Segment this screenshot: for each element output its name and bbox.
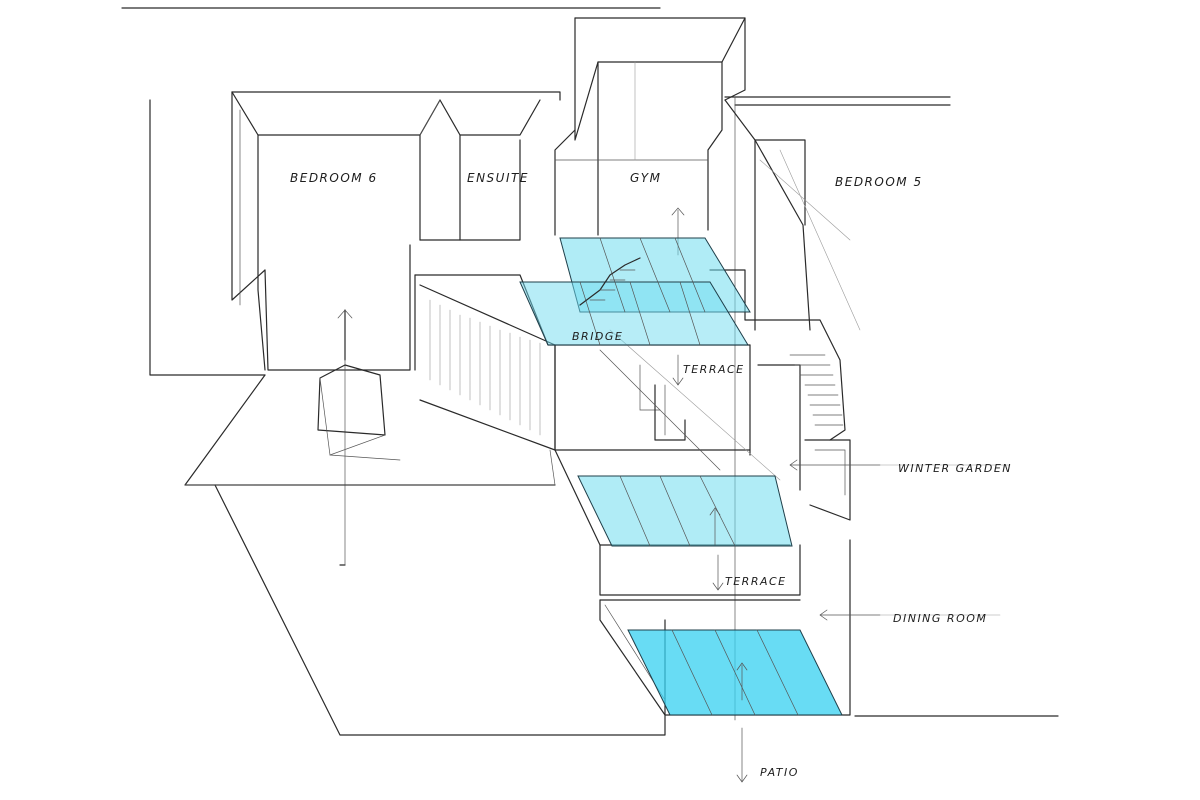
garden-plane [184,364,666,736]
glass-winter-garden [577,475,793,547]
label-bridge: BRIDGE [572,330,623,343]
glass-panels [519,237,843,716]
winter-garden-arrow [789,459,881,471]
section-arrows [672,354,1011,783]
patio-arrow [736,727,748,783]
label-terrace-upper: TERRACE [683,363,745,376]
bedroom-6-volume [231,91,561,566]
label-bedroom-6: BEDROOM 6 [290,171,378,185]
ensuite-volume [419,99,541,241]
label-dining-room: DINING ROOM [893,612,987,625]
label-terrace-lower: TERRACE [725,575,787,588]
gym-volume [554,17,811,331]
bedroom-5-volume [754,139,861,331]
core-volume [554,329,801,596]
stair-right [709,269,851,521]
label-winter-garden: WINTER GARDEN [898,462,1012,475]
label-bedroom-5: BEDROOM 5 [835,175,923,189]
label-gym: GYM [630,171,661,185]
glass-bridge [519,281,749,346]
labels: BEDROOM 6 ENSUITE GYM BEDROOM 5 BRIDGE T… [290,171,1012,779]
terrace-upper-arrow [672,354,684,386]
dining-room-arrow [819,609,881,621]
terrace-lower-arrow [712,554,724,591]
label-patio: PATIO [760,766,799,779]
label-ensuite: ENSUITE [467,171,529,185]
site-lines [121,7,1059,721]
